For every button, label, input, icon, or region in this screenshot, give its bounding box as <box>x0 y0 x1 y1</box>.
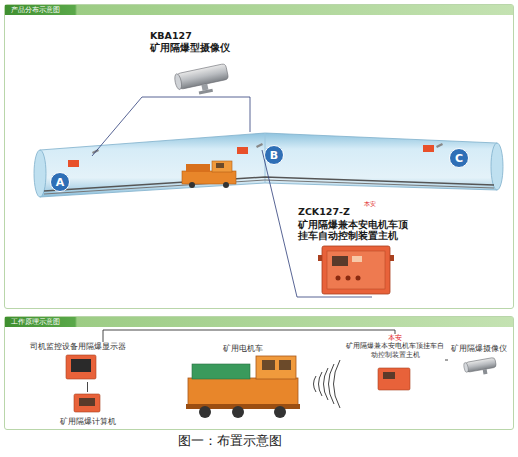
box-knob <box>356 276 361 281</box>
location-circle: B <box>264 145 284 165</box>
loco-window <box>262 360 275 370</box>
box-knob <box>336 276 341 281</box>
node-label: 矿用隔爆计算机 <box>60 417 116 426</box>
device-node: 矿用隔爆计算机 <box>40 392 135 426</box>
device-node: 本安矿用隔爆兼本安电机车顶挂车自动控制装置主机 <box>345 334 445 394</box>
wave <box>324 368 329 400</box>
camera-mount <box>483 369 488 375</box>
tunnel-body <box>40 133 497 197</box>
camera-mini <box>256 143 263 148</box>
box-body <box>322 246 390 294</box>
computer-housing <box>74 394 100 412</box>
device-node: KBA127矿用隔爆型摄像仪 <box>150 30 260 98</box>
wheel <box>232 406 244 418</box>
computer-panel <box>79 398 95 406</box>
node-label: 矿用隔爆摄像仪 <box>448 344 510 353</box>
leader-line <box>92 97 250 156</box>
tunnel-end <box>491 143 503 190</box>
loco-cab <box>256 356 296 379</box>
host-device <box>423 145 434 152</box>
wave <box>319 372 323 396</box>
host-device <box>68 160 79 167</box>
wireless-waves <box>314 360 341 408</box>
location-circle: C <box>449 148 469 168</box>
node-label: 本安 <box>345 334 445 342</box>
device-node: 矿用隔爆摄像仪 <box>448 344 510 376</box>
loco-body <box>188 378 298 408</box>
host-device <box>237 147 248 154</box>
camera-housing <box>465 357 496 372</box>
display-housing <box>66 355 96 379</box>
loco-body <box>182 171 236 184</box>
display-device <box>66 355 96 379</box>
wheel <box>189 182 195 188</box>
tunnel-locomotive <box>182 161 236 188</box>
wheel <box>274 406 286 418</box>
wave <box>334 360 341 408</box>
box-knob <box>346 276 351 281</box>
wheel <box>199 406 211 418</box>
signal-wire <box>87 382 88 392</box>
camera-mount <box>201 84 208 91</box>
camera-base <box>199 89 213 95</box>
node-label: KBA127 <box>150 30 260 42</box>
loco-window <box>216 163 224 168</box>
tunnel-end <box>34 150 46 197</box>
kba-camera <box>174 63 231 98</box>
node-label: ZCK127-Z <box>298 206 350 218</box>
loco-cab <box>212 161 232 172</box>
host-housing <box>378 368 410 390</box>
camera-lens <box>174 73 183 90</box>
loco-window <box>279 360 291 370</box>
device-node: 司机监控设备用隔爆显示器 <box>28 342 128 382</box>
box-door <box>327 251 385 289</box>
loco-battery <box>186 164 210 172</box>
signal-wire <box>103 330 395 342</box>
zck-host-box <box>318 246 394 294</box>
camera-device <box>463 357 497 377</box>
node-label: 本安 <box>364 200 376 208</box>
node-label: 矿用隔爆兼本安电机车顶挂车自动控制装置主机 <box>345 342 445 359</box>
node-label: A <box>56 176 65 189</box>
device-node: ZCK127-Z 本安矿用隔爆兼本安电机车顶挂车自动控制装置主机 <box>298 200 416 302</box>
device-node: 矿用电机车 <box>180 344 305 420</box>
box-window <box>332 256 348 266</box>
camera-mini <box>436 143 443 148</box>
wheel <box>223 182 229 188</box>
camera-lens <box>463 362 469 373</box>
node-label: 矿用电机车 <box>180 344 305 353</box>
box-gland <box>318 255 322 261</box>
host-window <box>383 372 395 379</box>
tunnel <box>34 133 503 197</box>
box-plate <box>352 256 362 262</box>
panel: 工作原理示意图司机监控设备用隔爆显示器 矿用电机车 本安矿用隔爆兼本安电机车顶挂车自… <box>4 316 514 430</box>
signal-wire <box>445 360 448 361</box>
panel: 产品分布示意图 KBA127矿用隔爆型摄像仪 A B C ZCK127-Z 本安矿用隔爆兼本… <box>4 4 514 309</box>
wave <box>314 376 317 392</box>
node-label: B <box>270 149 278 162</box>
node-label: 矿用隔爆兼本安电机车顶挂车自动控制装置主机 <box>298 219 416 241</box>
location-circle: A <box>50 172 70 192</box>
panel-header: 产品分布示意图 <box>5 5 513 15</box>
node-label: 司机监控设备用隔爆显示器 <box>28 342 128 351</box>
panel-header: 工作原理示意图 <box>5 317 513 327</box>
loco-battery <box>192 364 250 379</box>
locomotive <box>186 356 300 418</box>
node-label: 矿用隔爆型摄像仪 <box>150 42 260 54</box>
host-device <box>378 368 410 390</box>
display-screen <box>71 359 91 372</box>
box-gland <box>390 255 394 261</box>
caption: 图一：布置示意图 <box>130 432 330 450</box>
computer-device <box>74 394 100 412</box>
wall-devices <box>68 143 443 167</box>
rail <box>44 180 494 194</box>
node-label: C <box>455 152 463 165</box>
